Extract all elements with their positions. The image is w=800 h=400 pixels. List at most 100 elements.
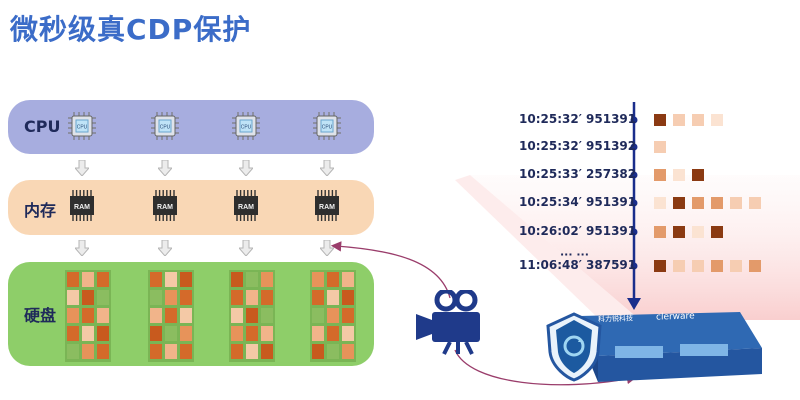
disk-block-grid	[148, 270, 194, 362]
disk-block	[150, 290, 162, 305]
change-block	[692, 226, 704, 238]
change-block	[711, 114, 723, 126]
disk-block	[231, 272, 243, 287]
disk-block	[165, 344, 177, 359]
disk-block	[246, 344, 258, 359]
svg-text:RAM: RAM	[319, 204, 335, 211]
timeline-entry: 10:25:34′ 951391	[519, 195, 637, 209]
down-arrow-icon	[318, 239, 336, 260]
disk-block	[82, 308, 94, 323]
disk-block	[165, 290, 177, 305]
down-arrow-icon	[318, 159, 336, 180]
disk-block	[67, 272, 79, 287]
disk-block	[312, 344, 324, 359]
down-arrow-icon	[237, 239, 255, 260]
memory-layer-label: 内存	[24, 201, 57, 220]
disk-block	[246, 326, 258, 341]
timeline-entry: 11:06:48′ 387591	[519, 258, 637, 272]
disk-block	[261, 308, 273, 323]
down-arrow-icon	[156, 239, 174, 260]
disk-block	[261, 344, 273, 359]
svg-text:RAM: RAM	[74, 204, 90, 211]
disk-block	[327, 290, 339, 305]
disk-block	[150, 308, 162, 323]
change-block	[654, 197, 666, 209]
down-arrow-icon	[156, 159, 174, 180]
timeline-dot	[630, 199, 638, 207]
disk-block	[82, 344, 94, 359]
disk-block	[67, 290, 79, 305]
change-block	[711, 197, 723, 209]
disk-block	[327, 326, 339, 341]
change-block	[654, 141, 666, 153]
timeline-entry: 10:26:02′ 951391	[519, 224, 637, 238]
timeline-dot	[630, 143, 638, 151]
change-block	[692, 169, 704, 181]
down-arrow-icon	[73, 159, 91, 180]
disk-block	[180, 308, 192, 323]
timeline-dot	[630, 228, 638, 236]
change-block	[673, 114, 685, 126]
disk-block	[231, 326, 243, 341]
change-block	[673, 226, 685, 238]
disk-block	[180, 290, 192, 305]
down-arrow-icon	[237, 159, 255, 180]
disk-block	[180, 344, 192, 359]
disk-block	[246, 290, 258, 305]
svg-text:RAM: RAM	[238, 204, 254, 211]
disk-block	[312, 326, 324, 341]
cpu-chip-icon: CPU	[313, 112, 341, 144]
disk-block	[231, 290, 243, 305]
disk-block	[261, 290, 273, 305]
change-block	[692, 197, 704, 209]
disk-block	[97, 290, 109, 305]
clerware-appliance-icon	[546, 312, 762, 382]
disk-block	[342, 290, 354, 305]
cpu-layer-label: CPU	[24, 117, 61, 136]
disk-block	[180, 326, 192, 341]
disk-block	[342, 272, 354, 287]
disk-block	[82, 326, 94, 341]
disk-block	[150, 344, 162, 359]
timeline-arrowhead	[627, 298, 641, 310]
disk-block-grid	[310, 270, 356, 362]
cpu-chip-icon: CPU	[151, 112, 179, 144]
disk-block	[261, 326, 273, 341]
change-block	[654, 260, 666, 272]
ram-chip-icon: RAM	[233, 190, 259, 226]
appliance-brand-en: clerware	[656, 311, 695, 323]
change-block	[654, 226, 666, 238]
disk-block	[67, 308, 79, 323]
disk-layer-label: 硬盘	[24, 306, 57, 325]
disk-block	[150, 326, 162, 341]
timeline-entry: 10:25:33′ 257382	[519, 167, 637, 181]
change-block	[692, 114, 704, 126]
change-block	[730, 260, 742, 272]
timeline-dot	[630, 171, 638, 179]
appliance-brand-cn: 科力锐科技	[598, 314, 633, 324]
disk-block	[67, 344, 79, 359]
disk-block	[150, 272, 162, 287]
ram-chip-icon: RAM	[314, 190, 340, 226]
camera-icon	[416, 290, 480, 355]
disk-block	[67, 326, 79, 341]
change-block	[673, 197, 685, 209]
timeline-dot	[630, 116, 638, 124]
disk-block	[97, 308, 109, 323]
disk-block	[246, 272, 258, 287]
memory-layer: 内存	[8, 180, 374, 235]
disk-block	[97, 344, 109, 359]
disk-block-grid	[65, 270, 111, 362]
disk-block	[82, 272, 94, 287]
disk-block	[180, 272, 192, 287]
disk-block	[165, 326, 177, 341]
disk-block	[246, 308, 258, 323]
page-title: 微秒级真CDP保护	[10, 13, 252, 46]
disk-block	[312, 308, 324, 323]
disk-block	[342, 326, 354, 341]
change-block	[692, 260, 704, 272]
change-block	[730, 197, 742, 209]
disk-block	[97, 326, 109, 341]
disk-block-grid	[229, 270, 275, 362]
